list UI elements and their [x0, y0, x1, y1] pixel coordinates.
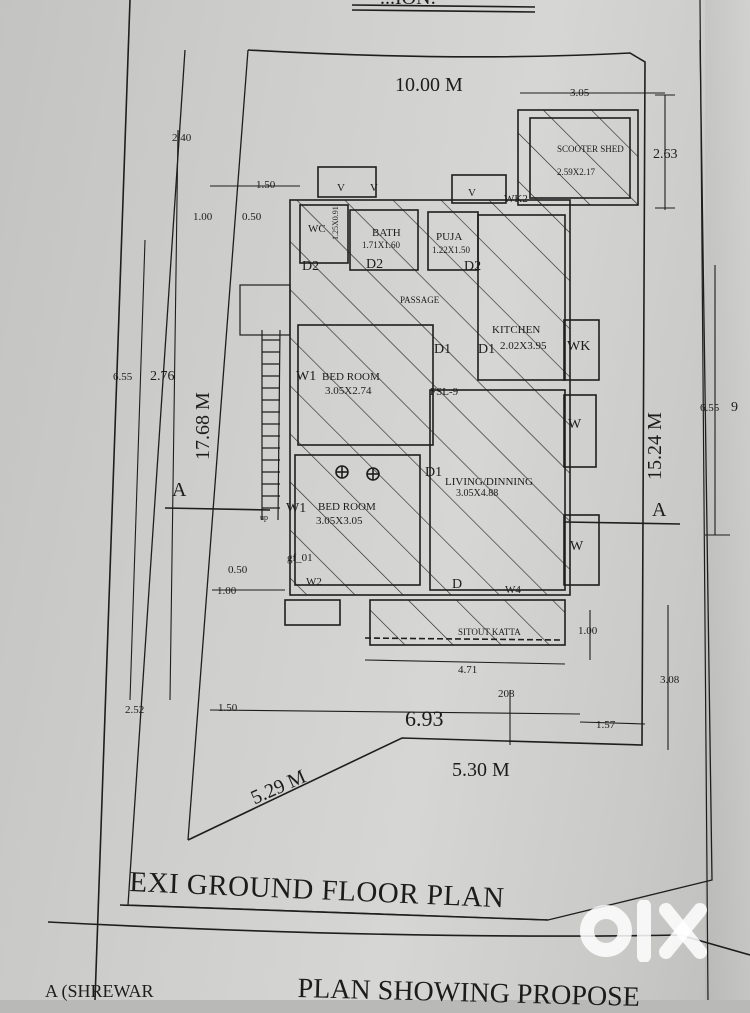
plot-right-length: 15.24 M [644, 412, 666, 480]
ventilator-2: V [370, 182, 378, 194]
paper-fold [705, 0, 750, 1000]
room-sitout-name: SITOUT KATTA [458, 627, 521, 637]
dim-right-side-655: 6.55 [700, 402, 720, 414]
door-main: D [452, 577, 463, 592]
bottom-left-text: A (SHREWAR [45, 981, 154, 1001]
dim-sitout-width: 4.71 [458, 664, 478, 676]
room-kitchen-name: KITCHEN [492, 324, 541, 336]
partial-heading: ...ION: [380, 0, 436, 8]
bottom-heading: PLAN SHOWING PROPOSE [297, 973, 641, 1013]
section-marker-right: A [652, 499, 667, 521]
room-puja-size: 1.22X1.50 [432, 245, 470, 255]
door-d2-puja: D2 [464, 259, 482, 274]
section-marker-left: A [172, 479, 187, 501]
dim-sitout-offset: 208 [498, 688, 515, 700]
room-bedroom1-size: 3.05X2.74 [325, 385, 372, 397]
dim-left-offset-100-top: 1.00 [193, 211, 213, 223]
dim-left-offset-150: 1.50 [256, 179, 276, 191]
room-scooter-shed-name: SCOOTER SHED [557, 144, 624, 154]
door-d1-living: D1 [425, 465, 443, 480]
plot-bottom-right-width: 5.30 M [452, 759, 510, 781]
stair-up-label: up [260, 513, 268, 522]
room-wc-size: 1.25X0.91 [331, 206, 340, 240]
ventilator-1: V [337, 182, 345, 194]
dim-bottom-right-157: 1.57 [596, 719, 616, 731]
dim-sitout-depth: 1.00 [578, 625, 598, 637]
dim-left-side-276: 2.76 [150, 369, 175, 384]
window-w-right-2: W [570, 539, 584, 554]
dim-top-right-setback: 3.05 [570, 87, 590, 99]
dim-scooter-shed-depth: 2.63 [653, 147, 678, 162]
dim-right-bottom-308: 3.08 [660, 674, 680, 686]
window-wk2: WK2 [504, 193, 528, 205]
window-w1-top: W1 [296, 369, 317, 384]
window-w4: W4 [505, 584, 521, 596]
dim-left-offset-050-top: 0.50 [242, 211, 262, 223]
room-puja-name: PUJA [436, 231, 463, 243]
window-wk: WK [567, 339, 591, 354]
dim-bottom-left-150: 1.50 [218, 702, 238, 714]
room-bath-size: 1.71X1.60 [362, 240, 400, 250]
room-bedroom1-name: BED ROOM [322, 371, 380, 383]
door-d1-kitchen: D1 [478, 342, 496, 357]
room-living-name: LIVING/DINNING [445, 476, 533, 488]
overall-house-width: 6.93 [405, 706, 444, 731]
ventilator-3: V [468, 187, 476, 199]
fsl-level: FSL-9 [430, 386, 459, 398]
room-bedroom2-size: 3.05X3.05 [316, 515, 363, 527]
dim-left-offset-050-bottom: 0.50 [228, 564, 248, 576]
window-w2: W2 [306, 576, 322, 588]
olx-logo-icon [580, 900, 707, 962]
door-d1-bedroom: D1 [434, 342, 452, 357]
room-kitchen-size: 2.02X3.95 [500, 340, 547, 352]
dim-top-left-setback: 2.40 [172, 132, 192, 144]
room-living-size: 3.05X4.88 [456, 488, 499, 499]
gf-tag: gf_01 [287, 552, 313, 564]
door-d2-left: D2 [302, 259, 320, 274]
dim-left-offset-100-bottom: 1.00 [217, 585, 237, 597]
dim-right-side-9: 9 [731, 400, 738, 415]
window-w-right-1: W [568, 417, 582, 432]
plot-left-length: 17.68 M [192, 392, 214, 460]
room-bedroom2-name: BED ROOM [318, 501, 376, 513]
room-passage-name: PASSAGE [400, 295, 440, 305]
dim-left-side-655: 6.55 [113, 371, 133, 383]
dim-left-bottom-252: 2.52 [125, 704, 145, 716]
room-bath-name: BATH [372, 227, 401, 239]
room-scooter-shed-size: 2.59X2.17 [557, 167, 595, 177]
plot-top-width: 10.00 M [395, 74, 463, 96]
door-d2-bath: D2 [366, 257, 384, 272]
room-wc-name: WC [308, 223, 326, 235]
window-w1-bottom: W1 [286, 501, 307, 516]
